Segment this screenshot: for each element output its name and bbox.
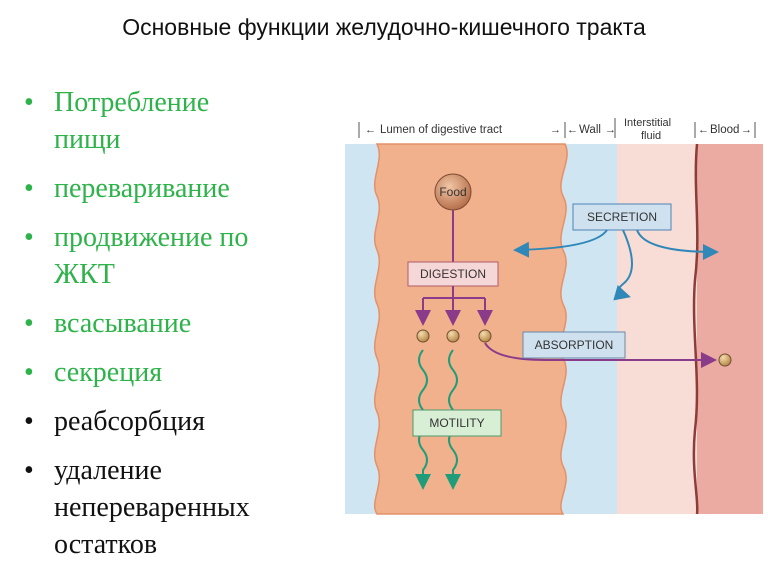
- gi-function-diagram: ← Lumen of digestive tract → ← Wall → In…: [345, 110, 765, 515]
- header-blood: Blood: [710, 124, 739, 136]
- nutrient-particle: [478, 329, 492, 343]
- list-item: •реабсорбция: [24, 406, 205, 437]
- motility-label: MOTILITY: [429, 416, 484, 430]
- slide-title: Основные функции желудочно-кишечного тра…: [122, 14, 646, 40]
- nutrient-particle: [416, 329, 430, 343]
- svg-text:←: ←: [567, 124, 578, 136]
- absorption-box: [522, 331, 626, 359]
- svg-text:→: →: [605, 124, 616, 136]
- food-label: Food: [439, 185, 466, 199]
- header-wall: Wall: [579, 124, 601, 136]
- list-item: •переваривание: [24, 173, 230, 204]
- digestion-label: DIGESTION: [420, 267, 486, 281]
- svg-text:←: ←: [698, 124, 709, 136]
- header-lumen: Lumen of digestive tract: [380, 124, 503, 136]
- lumen-tube: [374, 143, 568, 515]
- digestion-box: [407, 261, 499, 287]
- svg-text:→: →: [741, 124, 752, 136]
- list-item: •секреция: [24, 357, 163, 388]
- secretion-box: [572, 203, 672, 231]
- svg-text:←: ←: [365, 124, 376, 136]
- svg-text:→: →: [550, 124, 561, 136]
- list-item: •всасывание: [24, 308, 192, 339]
- absorbed-particle: [718, 353, 732, 367]
- header-fluid: fluid: [641, 130, 661, 142]
- absorption-label: ABSORPTION: [535, 338, 614, 352]
- nutrient-particle: [446, 329, 460, 343]
- secretion-label: SECRETION: [587, 210, 657, 224]
- header-interstitial: Interstitial: [624, 117, 671, 129]
- motility-box: [412, 409, 502, 437]
